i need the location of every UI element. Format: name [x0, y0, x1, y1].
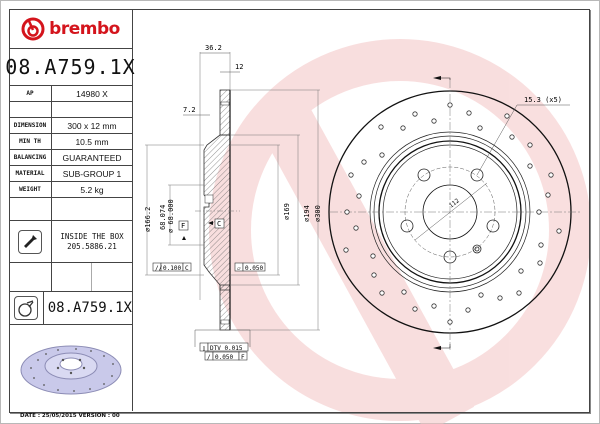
- tol-parallel: 0.100: [163, 265, 181, 272]
- part-number: 08.A759.1X: [5, 49, 135, 86]
- empty-cell: [9, 263, 132, 292]
- disc-caliper-icon: [13, 296, 38, 320]
- datum-c: C: [217, 220, 221, 228]
- disc-3d-render: [9, 325, 132, 411]
- svg-text:▯: ▯: [202, 345, 206, 352]
- dim-7-2: 7.2: [183, 106, 196, 114]
- brand-logo: brembo: [9, 9, 132, 49]
- svg-text:/: /: [207, 354, 211, 361]
- dim-68-074: 68.074: [159, 205, 167, 230]
- tol-flatness: 0.050: [245, 265, 263, 272]
- screw-icon: [18, 229, 42, 254]
- dim-d166-2: ⌀166.2: [144, 207, 152, 232]
- svg-text://: //: [155, 265, 163, 272]
- svg-text:▱: ▱: [237, 265, 241, 272]
- disc-3d-image: [20, 345, 121, 395]
- dim-12: 12: [235, 63, 243, 71]
- inside-the-box: INSIDE THE BOX 205.5886.21: [9, 221, 132, 263]
- spec-row-empty: [9, 102, 132, 118]
- dim-d169: ⌀169: [283, 203, 291, 220]
- brand-name: brembo: [49, 18, 120, 39]
- bottom-part-number: 08.A759.1X: [47, 300, 132, 316]
- datum-f: F: [181, 222, 185, 230]
- spec-row-empty: [9, 198, 132, 221]
- dim-d194: ⌀194: [303, 205, 311, 222]
- date-version: DATE : 25/05/2015 VERSION : 00: [20, 413, 120, 419]
- tol-runout: 0.050: [215, 354, 233, 361]
- dim-bolt-holes: 15.3 (x5): [524, 96, 562, 104]
- inside-box-code: 205.5886.21: [67, 241, 117, 251]
- dim-d300: ⌀300: [314, 205, 322, 222]
- bottom-part-number-row: 08.A759.1X: [9, 292, 132, 325]
- inside-box-label: INSIDE THE BOX: [60, 231, 124, 241]
- dim-36-2: 36.2: [205, 44, 222, 52]
- tol-parallel-ref: C: [185, 265, 189, 272]
- front-view: 112 15.3 (x5): [328, 76, 580, 350]
- brembo-logo-icon: [21, 17, 45, 40]
- tol-runout-ref: F: [241, 354, 245, 361]
- tol-dtv: DTV 0.015: [210, 345, 243, 352]
- drawing-frame: [9, 9, 590, 413]
- dim-68-000: ⌀ 68.000: [167, 199, 175, 233]
